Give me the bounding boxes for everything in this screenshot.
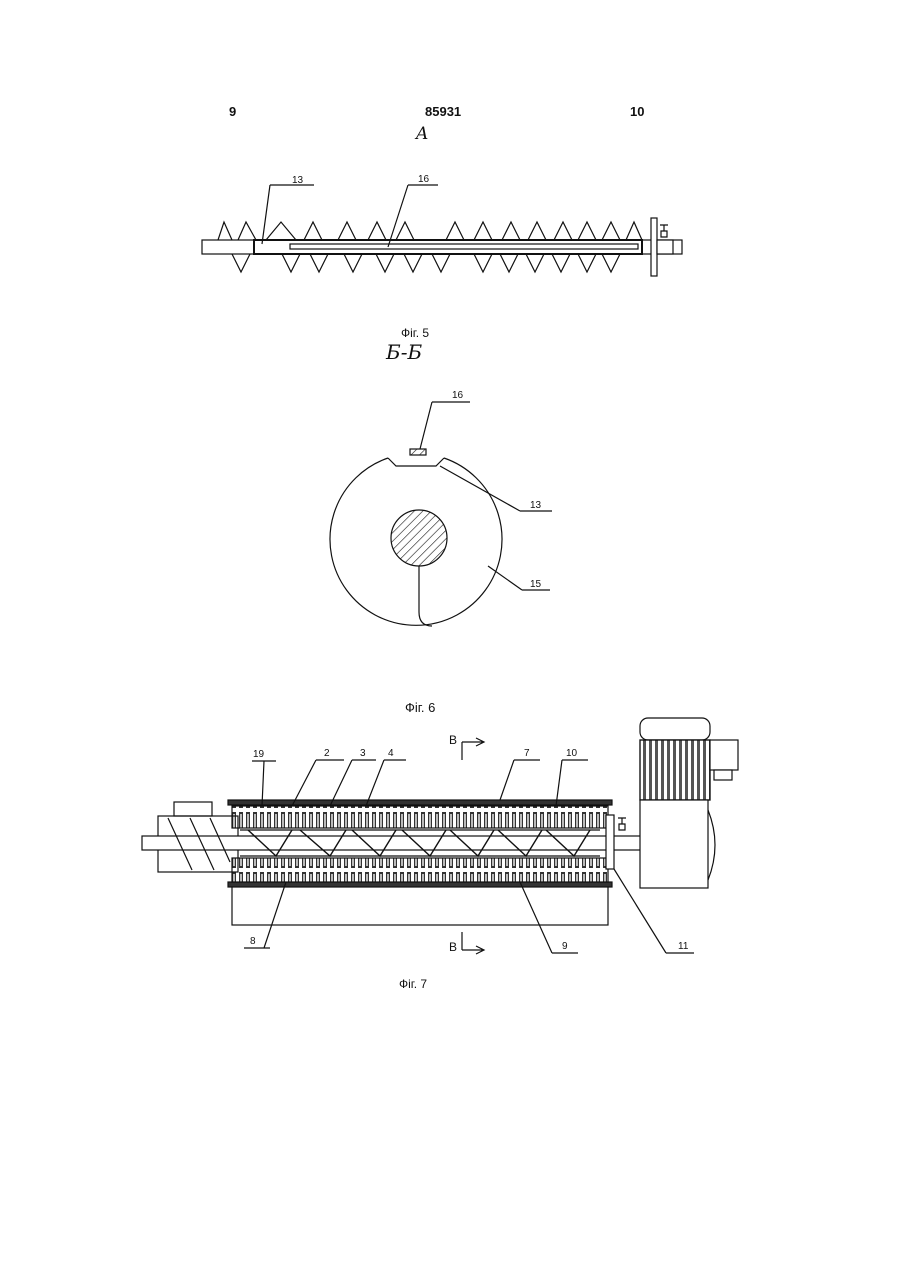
patent-number: 85931 [425, 104, 461, 119]
slot-16 [290, 244, 638, 249]
callout-4: 4 [388, 748, 394, 759]
section-mark-top: В [449, 733, 457, 747]
leader-4 [366, 760, 406, 806]
motor-body [640, 740, 710, 800]
figure-7-drawing: 19 2 3 4 7 10 8 9 11 В В [0, 710, 901, 970]
frame [232, 885, 608, 925]
section-mark-bottom: В [449, 940, 457, 954]
terminal-box [710, 740, 738, 770]
section-arrow-bottom [462, 932, 484, 954]
leader-2 [292, 760, 344, 806]
callout-13: 13 [292, 175, 304, 186]
callout-9: 9 [562, 941, 568, 952]
callout-19: 19 [253, 749, 265, 760]
section-label-b-b: Б-Б [386, 340, 422, 364]
leader-9 [520, 882, 578, 953]
lower-coils [232, 858, 608, 882]
keyway-notch [388, 458, 444, 466]
callout-8: 8 [250, 936, 256, 947]
callout-16: 16 [452, 390, 464, 401]
callout-3: 3 [360, 748, 366, 759]
leader-7 [500, 760, 540, 800]
leader-19 [252, 761, 276, 806]
end-plate-11 [606, 815, 614, 869]
split-line [419, 566, 432, 626]
main-shaft [142, 836, 642, 850]
motor-cap [640, 718, 710, 740]
callout-13: 13 [530, 500, 542, 511]
leader-16 [420, 402, 470, 449]
right-page-number: 10 [630, 104, 644, 119]
callout-2: 2 [324, 748, 330, 759]
figure-5-drawing: 13 16 [0, 160, 901, 290]
leader-10 [556, 760, 588, 806]
shaft [202, 240, 682, 254]
hopper [174, 802, 212, 816]
upper-coils [232, 806, 608, 828]
section-arrow-top [462, 738, 484, 760]
key-16 [410, 449, 426, 455]
shaft-section [391, 510, 447, 566]
left-page-number: 9 [229, 104, 236, 119]
view-label-a: A [416, 124, 428, 144]
callout-15: 15 [530, 579, 542, 590]
end-plate [651, 218, 657, 276]
callout-7: 7 [524, 748, 530, 759]
caption-fig-7: Фіг. 7 [399, 977, 427, 991]
top-bar [228, 800, 612, 805]
figure-6-drawing: 16 13 15 [0, 380, 901, 640]
caption-fig-5: Фіг. 5 [401, 326, 429, 340]
gearbox [640, 800, 708, 888]
callout-16: 16 [418, 174, 430, 185]
callout-11: 11 [678, 941, 689, 952]
callout-10: 10 [566, 748, 578, 759]
